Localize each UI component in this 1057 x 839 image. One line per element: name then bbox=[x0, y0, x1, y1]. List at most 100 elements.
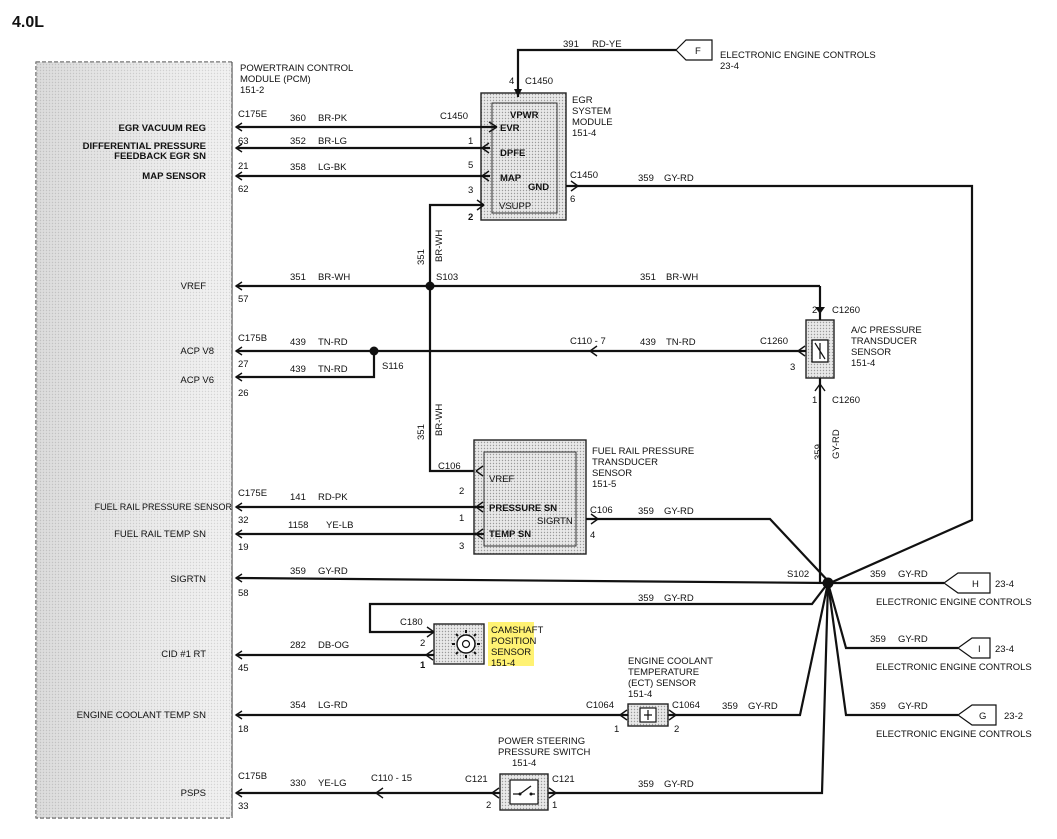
ecc-link-h-page: 23-4 bbox=[995, 579, 1014, 590]
frp-pin-temp: TEMP SN bbox=[489, 529, 531, 540]
cmp-sensor: C180 2 1 CAMSHAFT POSITION SENSOR 151-4 … bbox=[236, 593, 694, 671]
pcm-label-frt: FUEL RAIL TEMP SN bbox=[114, 529, 206, 540]
pcm-ref: 151-2 bbox=[240, 85, 264, 96]
pcm-module: POWERTRAIN CONTROL MODULE (PCM) 151-2 bbox=[35, 61, 353, 819]
ecc-link-g-letter: G bbox=[979, 711, 986, 722]
ecc-link-f-letter: F bbox=[695, 46, 701, 57]
vref-vert-circuit-1: 351 bbox=[416, 249, 427, 265]
wire-359-egr-num: 359 bbox=[638, 173, 654, 184]
wire-358-color: LG-BK bbox=[318, 162, 347, 173]
acp-pin-bot: 1 bbox=[812, 395, 817, 406]
frp-ref: 151-5 bbox=[592, 479, 616, 490]
egr-pin-vpwr: VPWR bbox=[510, 110, 539, 121]
ect-conn-left: C1064 bbox=[586, 700, 614, 711]
ect-pin-1: 1 bbox=[614, 724, 619, 735]
frp-pin-vref: VREF bbox=[489, 474, 515, 485]
acp-wires: S116 439 TN-RD 439 TN-RD C110 - 7 439 TN… bbox=[236, 336, 806, 379]
egr-ref: 151-4 bbox=[572, 128, 596, 139]
acp-title-1: A/C PRESSURE bbox=[851, 325, 922, 336]
pcm-title-2: MODULE (PCM) bbox=[240, 74, 311, 85]
wire-359-psp-color: GY-RD bbox=[664, 779, 694, 790]
wire-282-color: DB-OG bbox=[318, 640, 349, 651]
ect-conn-right: C1064 bbox=[672, 700, 700, 711]
egr-pin-map: MAP bbox=[500, 173, 522, 184]
pcm-label-acp-v8: ACP V8 bbox=[180, 346, 214, 357]
wire-1158-color: YE-LB bbox=[326, 520, 353, 531]
pcm-pin-27: 27 bbox=[238, 359, 249, 370]
ecc-link-g-label: ELECTRONIC ENGINE CONTROLS bbox=[876, 729, 1032, 740]
wire-439c-num: 439 bbox=[640, 337, 656, 348]
ect-ref: 151-4 bbox=[628, 689, 652, 700]
egr-pin-evr: EVR bbox=[500, 123, 520, 134]
psp-conn-right: C121 bbox=[552, 774, 575, 785]
frp-title-1: FUEL RAIL PRESSURE bbox=[592, 446, 694, 457]
wire-359-psp-num: 359 bbox=[638, 779, 654, 790]
acp-gnd-circuit: 359 bbox=[813, 444, 824, 460]
wire-354-color: LG-RD bbox=[318, 700, 348, 711]
ect-title-2: TEMPERATURE bbox=[628, 667, 699, 678]
pcm-label-map: MAP SENSOR bbox=[142, 171, 206, 182]
pcm-pin-18: 18 bbox=[238, 724, 249, 735]
wire-330-color: YE-LG bbox=[318, 778, 347, 789]
pcm-pin-arrows bbox=[234, 122, 243, 798]
ecc-link-i[interactable]: I 23-4 ELECTRONIC ENGINE CONTROLS 359 GY… bbox=[870, 634, 1032, 673]
psp-title-1: POWER STEERING bbox=[498, 736, 585, 747]
wire-439b-color: TN-RD bbox=[318, 364, 348, 375]
ecc-link-f-label: ELECTRONIC ENGINE CONTROLS bbox=[720, 50, 876, 61]
ect-pin-2: 2 bbox=[674, 724, 679, 735]
frp-title-3: SENSOR bbox=[592, 468, 632, 479]
frp-conn-right: C106 bbox=[590, 505, 613, 516]
ecc-link-f[interactable]: F ELECTRONIC ENGINE CONTROLS 23-4 bbox=[675, 39, 876, 72]
frp-pinnum-4: 4 bbox=[590, 530, 595, 541]
s102-label: S102 bbox=[787, 569, 809, 580]
ecc-link-h-circuit: 359 bbox=[870, 569, 886, 580]
frp-pin-pressure: PRESSURE SN bbox=[489, 503, 557, 514]
egr-conn-left: C1450 bbox=[440, 111, 468, 122]
wire-359-ect-num: 359 bbox=[722, 701, 738, 712]
pcm-label-dpfe-1: DIFFERENTIAL PRESSURE bbox=[83, 141, 206, 152]
pcm-label-psps: PSPS bbox=[181, 788, 206, 799]
ecc-link-g-color: GY-RD bbox=[898, 701, 928, 712]
egr-pinnum-2: 2 bbox=[468, 212, 473, 223]
wire-439a-num: 439 bbox=[290, 337, 306, 348]
wire-358-num: 358 bbox=[290, 162, 306, 173]
ecc-link-h[interactable]: H 23-4 ELECTRONIC ENGINE CONTROLS 359 GY… bbox=[870, 569, 1032, 608]
vref-color-2: BR-WH bbox=[666, 272, 698, 283]
egr-pinnum-5: 5 bbox=[468, 160, 473, 171]
psp-ref: 151-4 bbox=[512, 758, 536, 769]
vref-vert-color-2: BR-WH bbox=[434, 404, 445, 436]
ecc-link-i-page: 23-4 bbox=[995, 644, 1014, 655]
pcm-pin-58: 58 bbox=[238, 588, 249, 599]
acp-inline-conn: C110 - 7 bbox=[570, 336, 606, 347]
wire-360-color: BR-PK bbox=[318, 113, 348, 124]
pcm-pin-19: 19 bbox=[238, 542, 249, 553]
wire-391-color: RD-YE bbox=[592, 39, 622, 50]
ecc-link-h-label: ELECTRONIC ENGINE CONTROLS bbox=[876, 597, 1032, 608]
pcm-label-egr-vacuum: EGR VACUUM REG bbox=[119, 123, 206, 134]
ect-title-1: ENGINE COOLANT bbox=[628, 656, 713, 667]
wire-282-num: 282 bbox=[290, 640, 306, 651]
ecc-link-g[interactable]: G 23-2 ELECTRONIC ENGINE CONTROLS 359 GY… bbox=[870, 701, 1032, 740]
wire-360-num: 360 bbox=[290, 113, 306, 124]
pcm-pin-26: 26 bbox=[238, 388, 249, 399]
pcm-pin-32: 32 bbox=[238, 515, 249, 526]
cmp-conn: C180 bbox=[400, 617, 423, 628]
egr-wire-labels: 360 BR-PK 352 BR-LG 358 LG-BK 391 RD-YE … bbox=[290, 39, 694, 184]
egr-pinnum-6: 6 bbox=[570, 194, 575, 205]
cmp-title-1: CAMSHAFT bbox=[491, 625, 543, 636]
egr-pinnum-3: 3 bbox=[468, 185, 473, 196]
cmp-title-2: POSITION bbox=[491, 636, 537, 647]
acp-ref: 151-4 bbox=[851, 358, 875, 369]
pcm-label-sigrtn: SIGRTN bbox=[170, 574, 206, 585]
vref-circuit-2: 351 bbox=[640, 272, 656, 283]
acp-gnd-color: GY-RD bbox=[831, 429, 842, 459]
pcm-pin-63: 63 bbox=[238, 136, 249, 147]
egr-pinnum-1: 1 bbox=[468, 136, 473, 147]
wire-359-frp-num: 359 bbox=[638, 506, 654, 517]
vref-vert-color-1: BR-WH bbox=[434, 230, 445, 262]
cmp-pin-2: 2 bbox=[420, 638, 425, 649]
wire-359-ect-color: GY-RD bbox=[748, 701, 778, 712]
pcm-pin-45: 45 bbox=[238, 663, 249, 674]
frp-conn-left: C106 bbox=[438, 461, 461, 472]
